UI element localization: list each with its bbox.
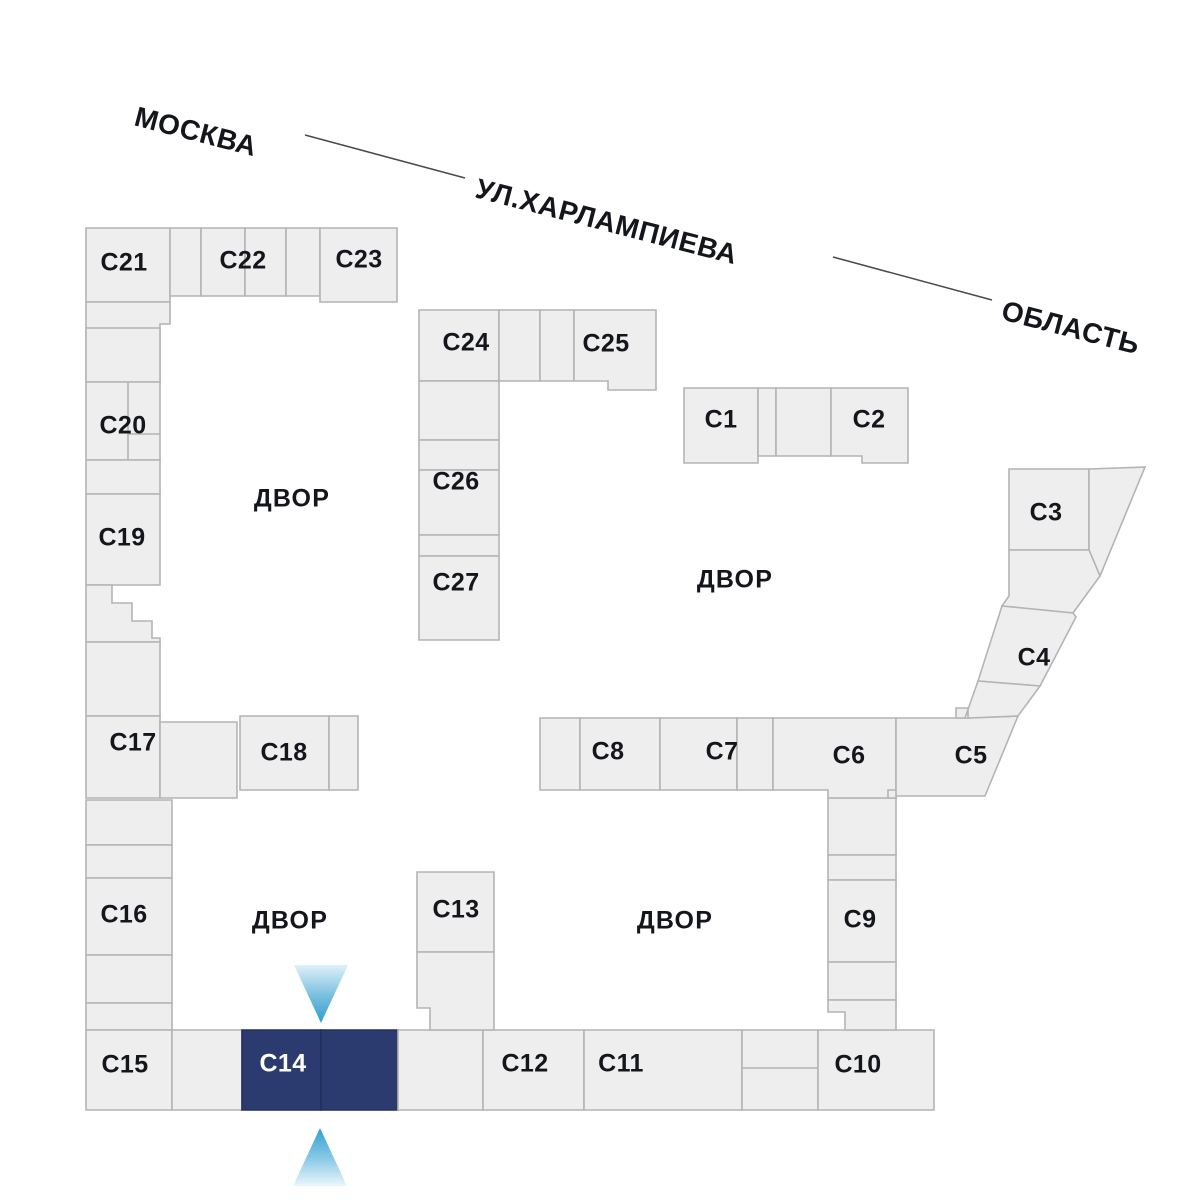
lot-shape-c16-south-seg-a[interactable] bbox=[85, 954, 173, 1004]
lot-label-c27[interactable]: C27 bbox=[432, 569, 479, 597]
lot-shape-c18-east-seg[interactable] bbox=[328, 715, 359, 791]
lot-shape-c7-east-seg[interactable] bbox=[736, 717, 774, 791]
block-c1-c2 bbox=[683, 387, 909, 464]
lot-label-c23[interactable]: C23 bbox=[335, 246, 382, 274]
block-northwest bbox=[85, 227, 398, 799]
lot-label-c4[interactable]: C4 bbox=[1018, 644, 1051, 672]
lot-label-c1[interactable]: C1 bbox=[705, 406, 738, 434]
lot-shape-c16-north-seg-a[interactable] bbox=[85, 799, 173, 846]
lot-shape-c22-left-seg[interactable] bbox=[169, 227, 202, 297]
lot-shape-c11-east-seg[interactable] bbox=[741, 1029, 819, 1111]
lot-label-c16[interactable]: C16 bbox=[100, 901, 147, 929]
lot-group-c14-selected[interactable] bbox=[241, 1029, 399, 1111]
lot-label-c6[interactable]: C6 bbox=[833, 742, 866, 770]
lot-shape-c25[interactable] bbox=[573, 309, 657, 391]
lot-divider-c20-inner bbox=[127, 382, 160, 460]
lot-label-c11[interactable]: C11 bbox=[598, 1050, 644, 1078]
lot-label-c22[interactable]: C22 bbox=[219, 247, 266, 275]
yard-label-sw: ДВОР bbox=[252, 907, 328, 935]
lot-label-c12[interactable]: C12 bbox=[501, 1050, 548, 1078]
lot-labels: C1 C2 C3 C4 C5 C6 C7 C8 C9 C10 C11 C12 C… bbox=[98, 246, 1062, 1079]
lot-label-c13[interactable]: C13 bbox=[432, 896, 479, 924]
lot-shape-c25-west-seg[interactable] bbox=[539, 309, 575, 382]
lot-label-c15[interactable]: C15 bbox=[101, 1051, 148, 1079]
lot-shape-c4-south-seg[interactable] bbox=[955, 680, 1042, 719]
lot-label-c5[interactable]: C5 bbox=[955, 742, 988, 770]
lot-label-c19[interactable]: C19 bbox=[98, 524, 145, 552]
lot-shape-c12-west-seg[interactable] bbox=[397, 1029, 484, 1111]
lot-shape-c14-b[interactable] bbox=[320, 1029, 399, 1111]
yard-labels: ДВОР ДВОР ДВОР ДВОР bbox=[252, 485, 773, 935]
lot-shape-c9-south-seg[interactable] bbox=[827, 999, 897, 1031]
lot-shape-c15-east-seg[interactable] bbox=[171, 1029, 243, 1111]
lot-shape-c26-strip[interactable] bbox=[418, 439, 500, 471]
lot-shape-c9-north-strip[interactable] bbox=[827, 854, 897, 881]
lot-label-c7[interactable]: C7 bbox=[706, 738, 739, 766]
lot-label-c25[interactable]: C25 bbox=[582, 330, 629, 358]
block-east-angled bbox=[955, 466, 1147, 719]
lot-shape-c17-east-seg[interactable] bbox=[159, 721, 238, 799]
block-southwest bbox=[85, 799, 243, 1111]
lot-shape-c2-west-seg[interactable] bbox=[775, 387, 832, 457]
lot-label-c24[interactable]: C24 bbox=[442, 329, 489, 357]
lot-shape-c27[interactable] bbox=[418, 555, 500, 641]
lot-shape-c20-south-seg[interactable] bbox=[85, 459, 161, 495]
lot-label-c2[interactable]: C2 bbox=[853, 406, 886, 434]
lot-shape-c26-north-seg[interactable] bbox=[418, 380, 500, 441]
street-leader-right bbox=[832, 256, 993, 301]
lot-shape-c9-north-seg[interactable] bbox=[827, 797, 897, 856]
lot-shape-c4[interactable] bbox=[976, 605, 1077, 687]
lot-shape-c23[interactable] bbox=[319, 227, 398, 303]
street-direction-start-label: МОСКВА bbox=[131, 101, 260, 162]
lot-label-c18[interactable]: C18 bbox=[260, 739, 307, 767]
lot-shape-c1[interactable] bbox=[683, 387, 759, 464]
lot-label-c10[interactable]: C10 bbox=[834, 1051, 881, 1079]
street-name-label: УЛ.ХАРЛАМПИЕВА bbox=[472, 173, 740, 270]
yard-label-ne: ДВОР bbox=[697, 566, 773, 594]
lot-label-c17[interactable]: C17 bbox=[109, 729, 156, 757]
lot-label-c21[interactable]: C21 bbox=[100, 249, 147, 277]
lot-shape-c16-north-seg-b[interactable] bbox=[85, 844, 173, 879]
block-c13-column bbox=[416, 871, 495, 1031]
pointer-down-icon bbox=[294, 965, 348, 1023]
lot-shape-c19[interactable] bbox=[85, 493, 161, 586]
yard-label-nw: ДВОР bbox=[254, 485, 330, 513]
yard-label-se: ДВОР bbox=[637, 907, 713, 935]
street-direction-end-label: ОБЛАСТЬ bbox=[998, 295, 1143, 360]
lot-label-c9[interactable]: C9 bbox=[844, 906, 877, 934]
lot-shape-c19-step[interactable] bbox=[85, 584, 161, 643]
street-leader-left bbox=[304, 134, 466, 179]
lot-label-c20[interactable]: C20 bbox=[99, 412, 146, 440]
lot-shape-c8-west-seg[interactable] bbox=[539, 717, 581, 791]
pointer-up-icon bbox=[293, 1128, 347, 1186]
lot-shape-c22-right-seg[interactable] bbox=[285, 227, 321, 297]
lot-label-c26[interactable]: C26 bbox=[432, 468, 479, 496]
lot-shape-c27-strip[interactable] bbox=[418, 534, 500, 557]
lot-label-c8[interactable]: C8 bbox=[592, 738, 625, 766]
lot-shape-c5[interactable] bbox=[887, 715, 1020, 799]
lot-shape-c3-south-seg[interactable] bbox=[1000, 549, 1101, 614]
block-midrow-c5-c8 bbox=[539, 715, 1020, 799]
lot-shape-c13-south-seg[interactable] bbox=[416, 951, 495, 1031]
lot-shape-c1-east-seg[interactable] bbox=[757, 387, 777, 457]
lot-shape-c2[interactable] bbox=[830, 387, 909, 464]
lot-label-c3[interactable]: C3 bbox=[1030, 499, 1063, 527]
block-central-c24-c27 bbox=[418, 309, 657, 641]
pointer-arrows bbox=[293, 965, 348, 1186]
lot-shape-c24-east-seg[interactable] bbox=[498, 309, 541, 382]
lot-shape-c9-south-strip[interactable] bbox=[827, 961, 897, 1001]
lot-shape-c3-east-wedge[interactable] bbox=[1088, 466, 1147, 579]
lot-shape-c16-south-seg-b[interactable] bbox=[85, 1002, 173, 1031]
lot-shape-c20-north-seg[interactable] bbox=[85, 327, 161, 383]
block-c9-column bbox=[827, 797, 897, 1031]
lot-label-c14[interactable]: C14 bbox=[259, 1050, 306, 1078]
lot-shape-c17-north-seg[interactable] bbox=[85, 641, 161, 717]
